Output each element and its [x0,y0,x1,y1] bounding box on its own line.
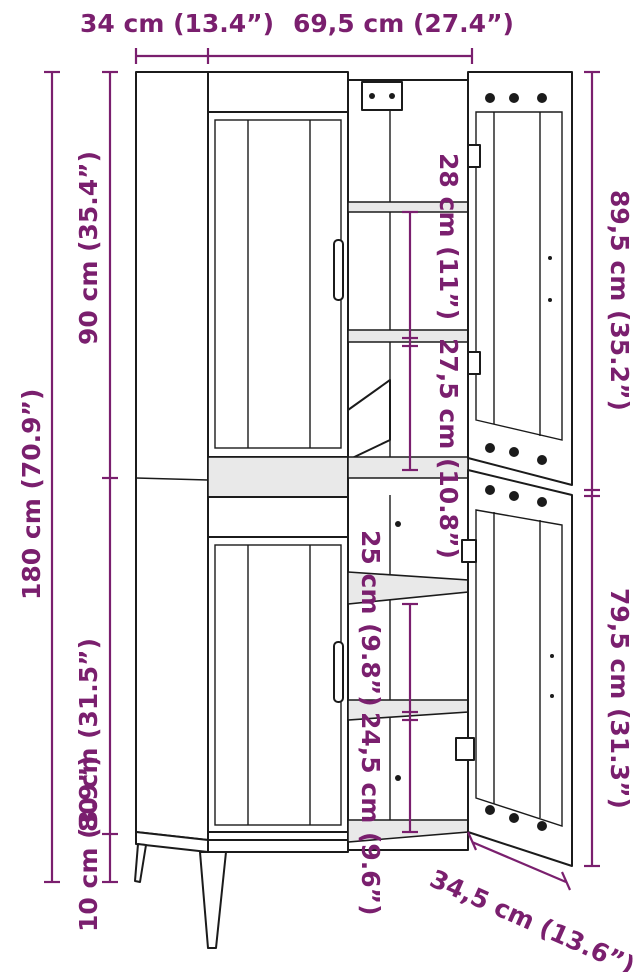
door-hinge [461,539,477,563]
depth-side-label: 34 cm (13.4”) [80,9,274,38]
door-dot [550,694,554,698]
door-cam-hole [537,455,547,465]
lower-right-door-open [467,469,573,867]
hinge-screw [389,93,395,99]
lower-shelf-gap-top-label: 25 cm (9.8”) [356,530,385,707]
upper-door-handle [333,239,344,301]
door-cam-hole [537,93,547,103]
door-cam-hole [537,497,547,507]
lower-door-handle [333,641,344,703]
door-cam-hole [485,805,495,815]
door-hinge [467,351,481,375]
width-label: 69,5 cm (27.4”) [293,9,514,38]
door-dot [550,654,554,658]
upper-drawer-band [207,456,349,498]
upper-section-height-label: 90 cm (35.4”) [74,151,103,345]
cabinet-leg [199,851,227,949]
door-cam-hole [485,443,495,453]
upper-shelf-gap-bottom-label: 27,5 cm (10.8”) [434,338,463,559]
upper-right-door-open [467,71,573,486]
door-hinge [455,737,475,761]
cabinet-base-front [207,839,349,853]
lower-section-height-label: 80 cm (31.5”) [74,638,103,832]
lower-door-height-label: 79,5 cm (31.3”) [605,588,634,809]
lower-shelf-gap-bottom-label: 24,5 cm (9.6”) [356,712,385,916]
door-width-label: 34,5 cm (13.6”) [426,864,640,972]
upper-right-door-panel [475,111,563,441]
upper-door-height-label: 89,5 cm (35.2”) [605,190,634,411]
dimension-lines [44,48,600,891]
total-height-label: 180 cm (70.9”) [17,389,46,600]
dimension-tick [466,831,478,851]
door-cam-hole [509,93,519,103]
door-cam-hole [485,485,495,495]
dimension-tick [560,871,572,891]
frame-hinge [361,81,403,111]
door-cam-hole [509,447,519,457]
upper-shelf-gap-top-label: 28 cm (11”) [434,153,463,320]
door-dot [548,298,552,302]
door-dot [548,256,552,260]
interior-divider [347,379,391,461]
door-hinge [467,144,481,168]
cabinet-leg [134,843,147,883]
cabinet-drawing [134,71,573,949]
lower-left-door [207,536,349,833]
lower-drawer-band [207,496,349,538]
door-cam-hole [509,491,519,501]
cabinet-side-panel [135,71,209,841]
door-cam-hole [509,813,519,823]
door-cam-hole [537,821,547,831]
side-panel-split [135,477,209,481]
lower-right-door-panel [475,509,563,827]
door-cam-hole [485,93,495,103]
hinge-screw [369,93,375,99]
shelf-pin-hole [395,775,401,781]
shelf-pin-hole [395,521,401,527]
door-width-line [471,840,567,884]
upper-left-door [207,111,349,458]
leg-height-label: 10 cm (3.9”) [74,755,103,932]
